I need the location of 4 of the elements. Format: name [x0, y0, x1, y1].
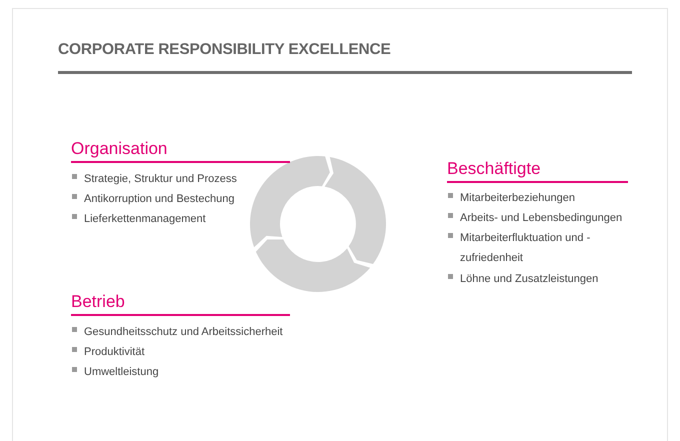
- section-heading: Organisation: [71, 139, 290, 163]
- page-title: CORPORATE RESPONSIBILITY EXCELLENCE: [58, 41, 391, 59]
- section-heading: Betrieb: [71, 292, 290, 316]
- section-heading: Beschäftigte: [447, 159, 628, 183]
